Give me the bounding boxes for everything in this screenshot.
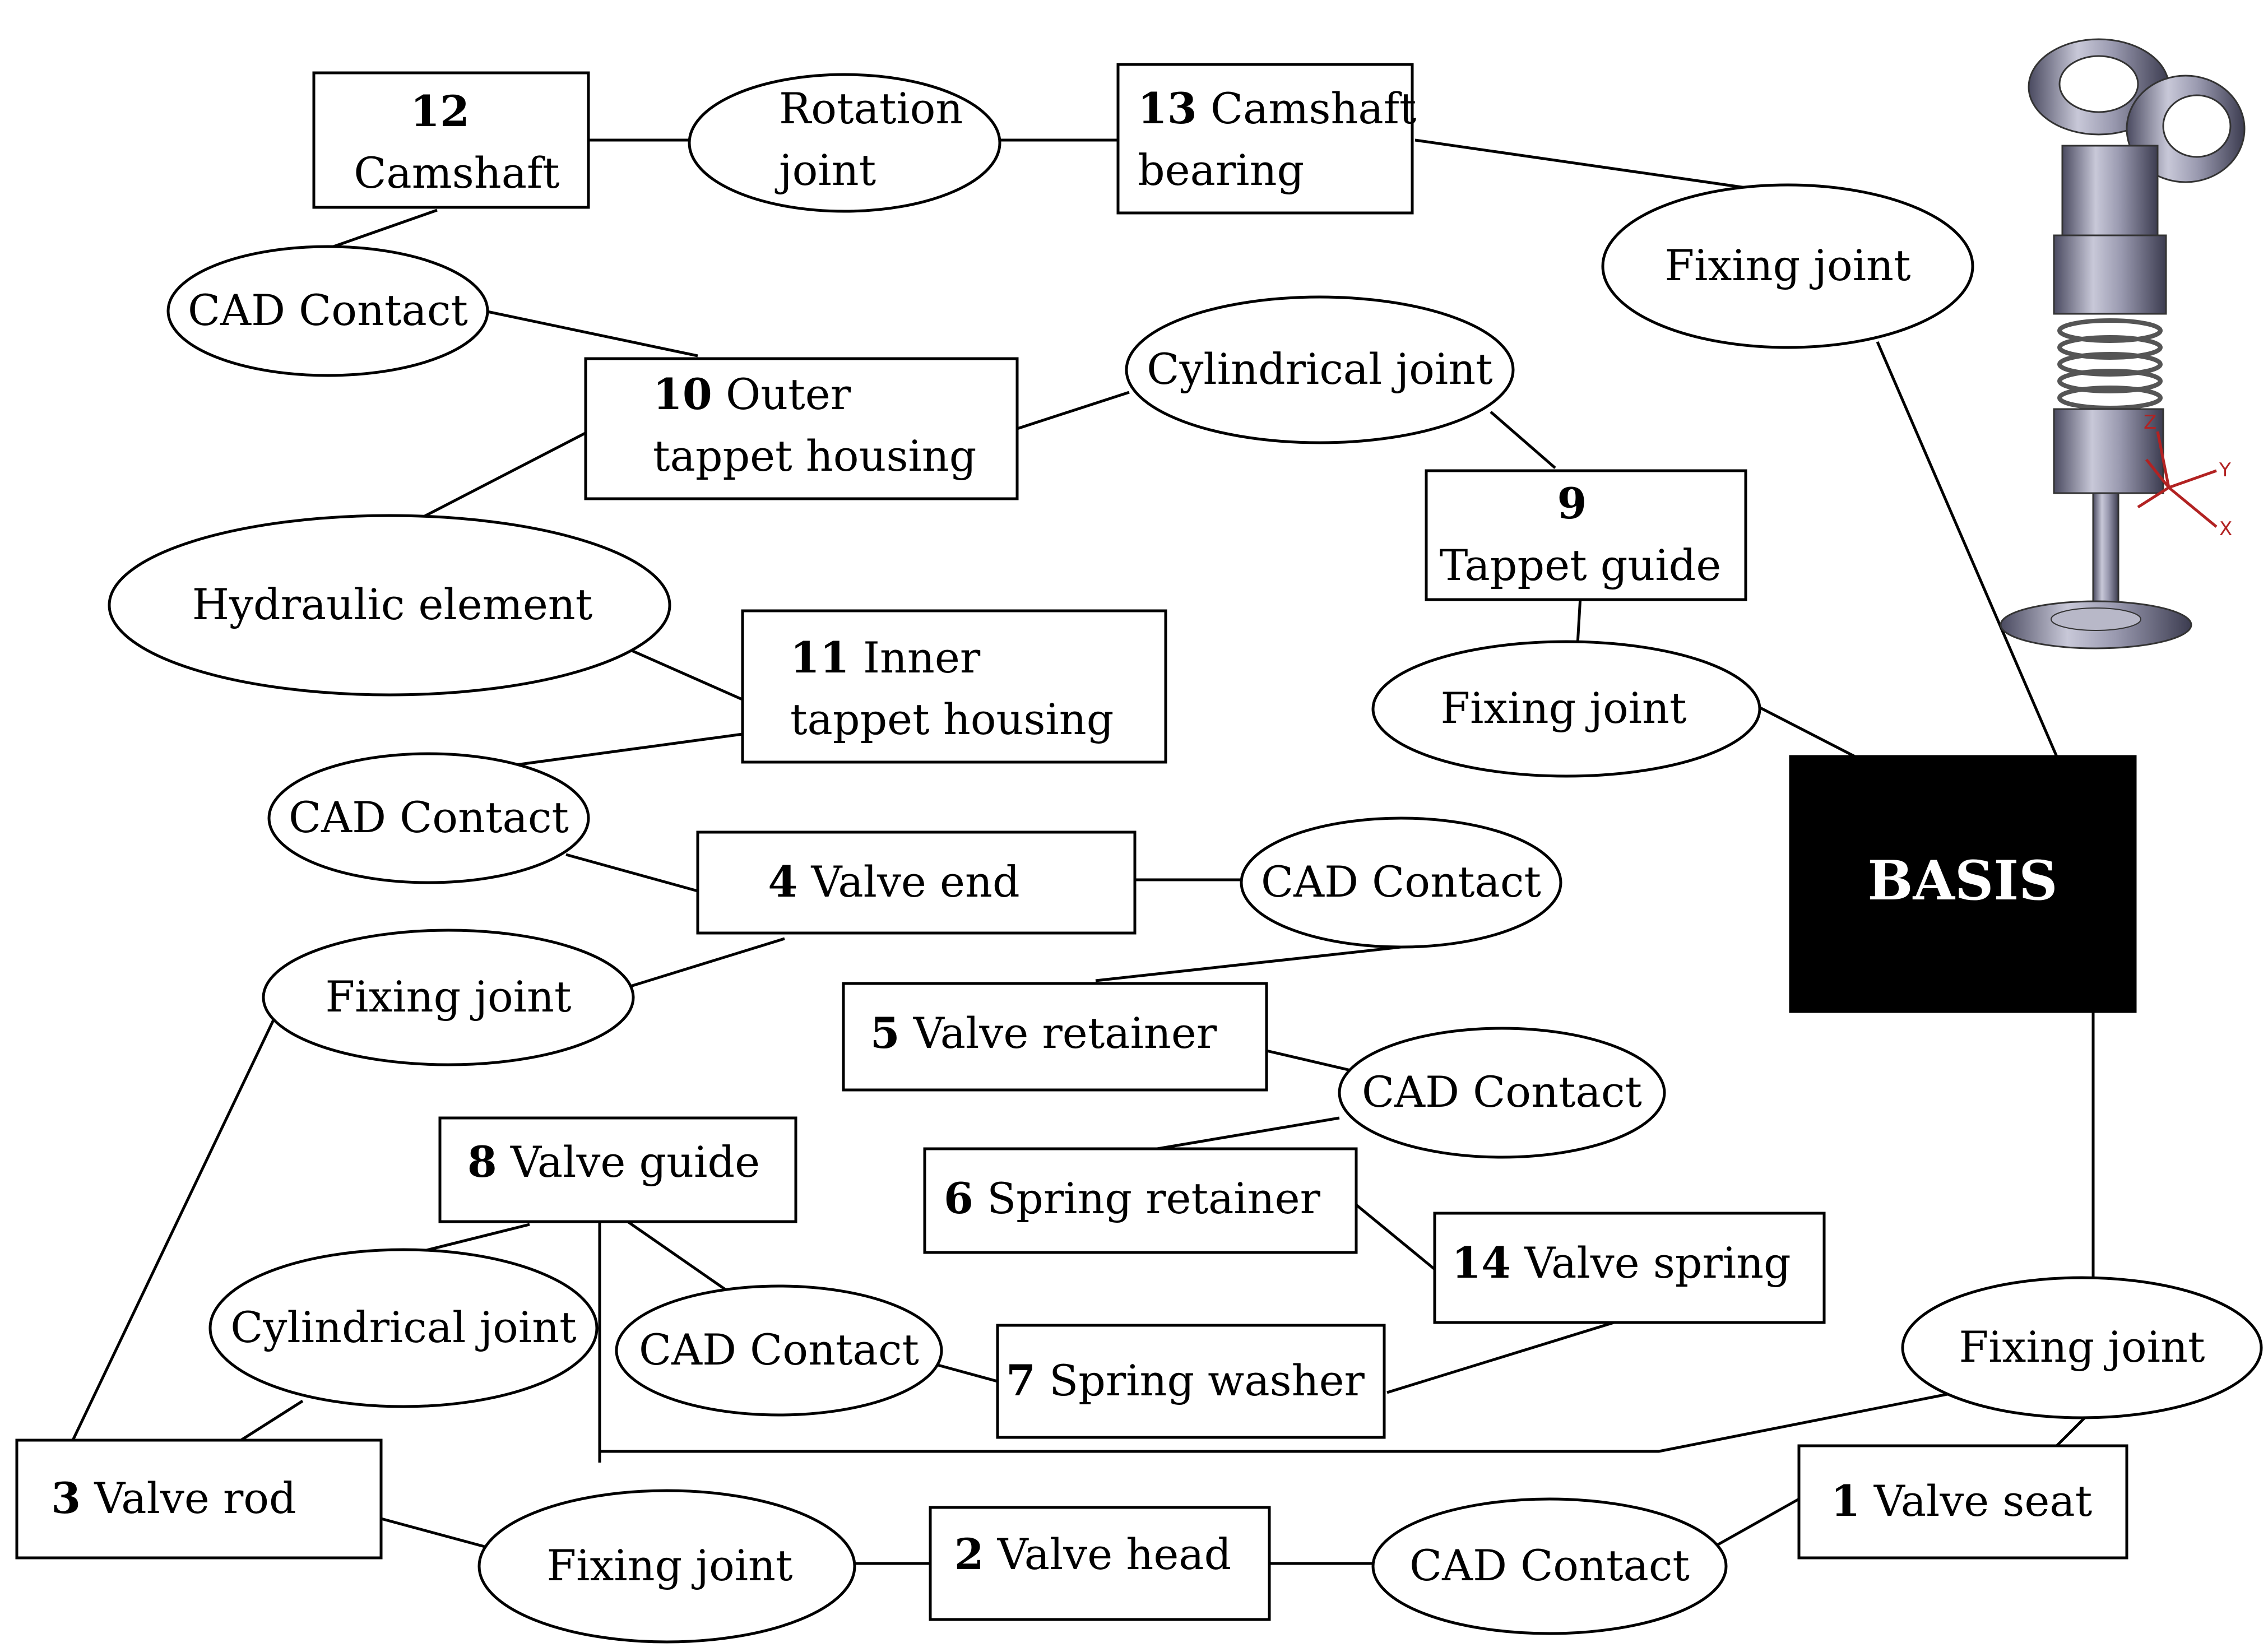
joint-label: CAD Contact [1261, 857, 1541, 907]
joint-label: Fixing joint [325, 972, 571, 1022]
component-label: 5 Valve retainer [870, 1008, 1217, 1058]
connector-lines [71, 138, 2095, 1565]
component-number: 11 [790, 633, 850, 683]
component-label: 4 Valve end [768, 857, 1019, 907]
axis-y-label: Y [2219, 459, 2231, 481]
component-label-text: Valve spring [1524, 1238, 1791, 1288]
joint-fixing-9: Fixing joint [1371, 640, 1761, 778]
component-2-valve-head: 2 Valve head [929, 1506, 1271, 1621]
component-label: Inner [863, 633, 981, 683]
component-label: Outer [726, 369, 851, 419]
joint-label-line1: Rotation [779, 83, 963, 133]
component-number: 2 [954, 1529, 984, 1579]
component-label: Camshaft [1210, 83, 1416, 133]
component-11-inner-tappet-housing: 11 Inner tappet housing [741, 609, 1167, 764]
component-label: 1 Valve seat [1831, 1476, 2093, 1526]
joint-cylindrical-top: Cylindrical joint [1125, 295, 1515, 444]
joint-label: Cylindrical joint [1147, 344, 1492, 394]
component-label: Tappet guide [1440, 540, 1722, 590]
joint-label: Fixing joint [1440, 683, 1686, 733]
component-label: 6 Spring retainer [944, 1173, 1321, 1223]
joint-cad-contact-4: CAD Contact [1240, 816, 1562, 949]
component-number: 6 [944, 1173, 973, 1223]
component-label-text: Valve guide [510, 1137, 760, 1187]
component-label-text: Valve rod [94, 1473, 296, 1523]
joint-label: CAD Contact [188, 285, 468, 335]
valve-train-3d-model-illustration [2000, 38, 2246, 649]
joint-fixing-top: Fixing joint [1601, 183, 1974, 349]
joint-fixing-3: Fixing joint [477, 1489, 856, 1644]
component-6-spring-retainer: 6 Spring retainer [923, 1147, 1358, 1254]
component-number: 10 [653, 369, 712, 419]
joint-label: Fixing joint [1664, 240, 1910, 290]
component-label-text: Valve seat [1873, 1476, 2092, 1526]
component-14-valve-spring: 14 Valve spring [1433, 1212, 1826, 1324]
component-9-tappet-guide: 9 Tappet guide [1425, 469, 1747, 601]
coordinate-axes-icon: Z Y X [2137, 411, 2232, 540]
component-number: 5 [870, 1008, 900, 1058]
component-label-text: Valve head [997, 1529, 1231, 1579]
component-label-text: Spring retainer [987, 1173, 1320, 1223]
component-number: 9 [1557, 479, 1587, 528]
joint-label: CAD Contact [1409, 1540, 1690, 1590]
component-4-valve-end: 4 Valve end [696, 830, 1137, 935]
component-number: 4 [768, 857, 797, 907]
joint-cad-contact-12: CAD Contact [166, 245, 489, 377]
joint-label: Cylindrical joint [230, 1302, 576, 1352]
joint-label: CAD Contact [639, 1325, 919, 1375]
component-label-line1: 13 Camshaft [1138, 83, 1416, 133]
joint-cad-contact-11: CAD Contact [267, 752, 590, 884]
component-1-valve-seat: 1 Valve seat [1797, 1444, 2128, 1560]
component-12-camshaft: 12 Camshaft [312, 71, 590, 209]
component-number: 1 [1831, 1476, 1861, 1526]
component-number: 13 [1138, 83, 1197, 133]
component-label: 8 Valve guide [467, 1137, 760, 1187]
joint-label: Hydraulic element [192, 579, 593, 629]
component-number: 8 [467, 1137, 497, 1187]
joint-label: Fixing joint [1959, 1322, 2205, 1372]
component-label-text: Valve retainer [913, 1008, 1217, 1058]
joint-cad-contact-2: CAD Contact [1371, 1497, 1728, 1635]
component-label: 7 Spring washer [1006, 1356, 1365, 1405]
component-5-valve-retainer: 5 Valve retainer [842, 982, 1268, 1092]
component-number: 14 [1451, 1238, 1511, 1288]
joint-label: Fixing joint [546, 1540, 792, 1590]
joint-cad-contact-8: CAD Contact [615, 1284, 943, 1417]
component-label: 14 Valve spring [1451, 1238, 1791, 1288]
component-label-line1: 10 Outer [653, 369, 851, 419]
component-number: 12 [410, 86, 470, 136]
joint-rotation: Rotation joint [688, 73, 1001, 213]
component-label: Camshaft [354, 148, 559, 198]
component-label-text: Spring washer [1049, 1356, 1365, 1405]
component-label-line2: bearing [1138, 145, 1304, 195]
component-10-outer-tappet-housing: 10 Outer tappet housing [584, 357, 1019, 500]
component-7-spring-washer: 7 Spring washer [996, 1324, 1386, 1439]
joint-label-line2: joint [774, 145, 876, 195]
joint-label: CAD Contact [289, 792, 569, 842]
component-label-line2: tappet housing [653, 431, 976, 481]
axis-x-label: X [2219, 518, 2232, 540]
component-label: 3 Valve rod [51, 1473, 296, 1523]
component-label-text: Valve end [810, 857, 1019, 907]
joint-cad-contact-5: CAD Contact [1338, 1027, 1666, 1159]
joint-fixing-1: Fixing joint [1901, 1276, 2263, 1419]
component-13-camshaft-bearing: 13 Camshaft bearing [1116, 63, 1416, 215]
component-3-valve-rod: 3 Valve rod [15, 1438, 383, 1560]
joint-hydraulic-element: Hydraulic element [108, 514, 671, 697]
component-number: 7 [1006, 1356, 1036, 1405]
joint-label: CAD Contact [1362, 1067, 1642, 1117]
component-label-line1: 11 Inner [790, 633, 981, 683]
basis-label: BASIS [1867, 849, 2057, 912]
axis-z-label: Z [2144, 411, 2156, 434]
component-8-valve-guide: 8 Valve guide [438, 1116, 797, 1223]
joint-cylindrical-8: Cylindrical joint [208, 1248, 599, 1408]
joint-fixing-4: Fixing joint [262, 929, 635, 1066]
component-number: 3 [51, 1473, 81, 1523]
component-label-line2: tappet housing [790, 694, 1114, 744]
basis-block: BASIS [1789, 755, 2137, 1013]
component-label: 2 Valve head [954, 1529, 1232, 1579]
